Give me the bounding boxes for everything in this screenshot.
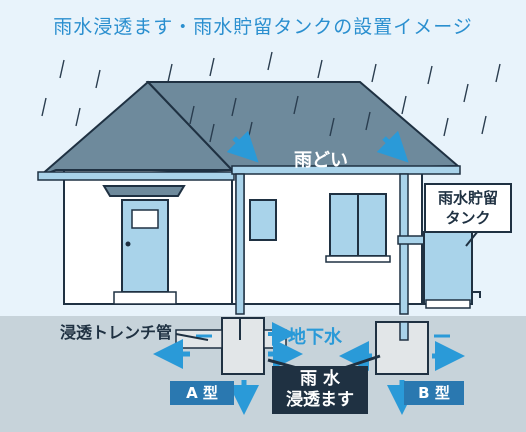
type-b-tag: B 型 (404, 381, 464, 405)
infiltration-label-line1: 雨 水 (300, 369, 340, 389)
basin-a (221, 317, 265, 375)
infiltration-label: 雨 水 浸透ます (272, 366, 368, 414)
door-canopy (102, 185, 186, 197)
flow-arrow (376, 130, 409, 163)
tank-label-line1: 雨水貯留 (437, 189, 498, 207)
tank-label-line2: タンク (445, 209, 491, 227)
infiltration-label-line2: 浸透ます (286, 390, 354, 410)
diagram-title: 雨水浸透ます・雨水貯留タンクの設置イメージ (53, 16, 473, 38)
gutter-left (37, 171, 235, 181)
gutter-right (231, 165, 461, 175)
rain-tank (423, 231, 473, 305)
trench-pointer (175, 333, 209, 341)
type-a-tag: A 型 (170, 381, 234, 405)
window-small (249, 199, 277, 241)
rain (41, 51, 501, 137)
door-step (113, 291, 177, 305)
trench-label: 浸透トレンチ管 (60, 323, 173, 342)
flow-arrow (226, 130, 259, 163)
downspout-left (235, 173, 245, 315)
tank-label: 雨水貯留 タンク (424, 183, 512, 233)
gutter-label: 雨どい (294, 150, 348, 171)
groundwater-label: 地下水 (288, 327, 342, 348)
